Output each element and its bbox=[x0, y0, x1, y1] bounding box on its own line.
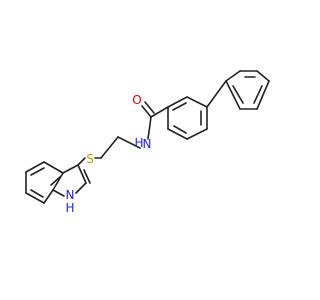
benzene-ring bbox=[167, 96, 208, 140]
biaryl-bond bbox=[206, 80, 227, 108]
indole-ring bbox=[25, 161, 91, 204]
amide-nitrogen-label: N bbox=[143, 137, 152, 151]
oxygen-label: O bbox=[132, 93, 141, 107]
amide-hydrogen-label: H bbox=[134, 136, 143, 150]
molecule-diagram: O N H S N H bbox=[25, 70, 270, 215]
structure-canvas: O N H S N H bbox=[25, 70, 270, 215]
indole-hydrogen-label: H bbox=[65, 201, 74, 215]
ethyl-linker bbox=[77, 136, 141, 166]
amide-group bbox=[141, 101, 169, 140]
phenyl-ring bbox=[225, 70, 270, 110]
sulfur-label: S bbox=[86, 152, 94, 166]
indole-nitrogen-label: N bbox=[66, 188, 75, 202]
